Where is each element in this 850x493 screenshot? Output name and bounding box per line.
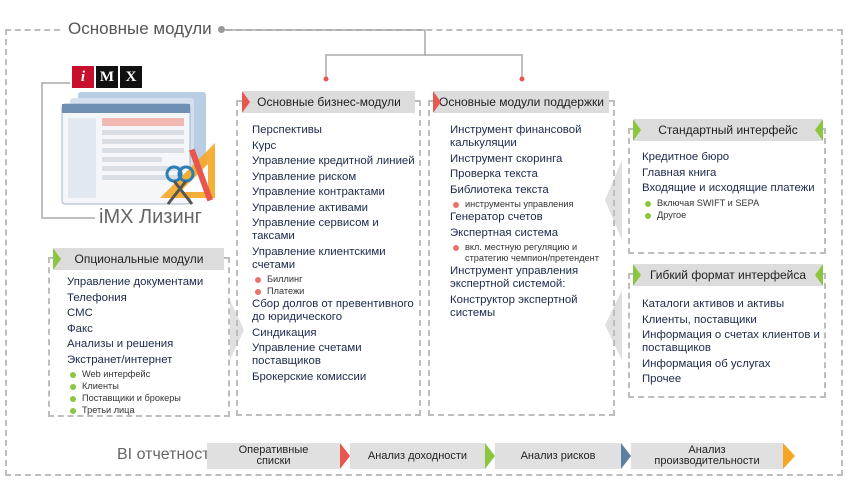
support-item: Проверка текста xyxy=(450,168,538,180)
bi-label: BI отчетность xyxy=(117,446,218,463)
bi-step-2: Анализ доходности xyxy=(350,443,485,469)
bi-step-1: Оперативные списки xyxy=(207,443,340,469)
standard-interface-title: Стандартный интерфейс xyxy=(658,123,798,137)
optional-subitem: Третьи лица xyxy=(67,405,227,416)
support-subitem: вкл. местную регуляцию и стратегию чемпи… xyxy=(450,242,610,264)
support-item: Инструмент скоринга xyxy=(450,152,563,165)
optional-subitem: Web интерфейс xyxy=(67,369,227,380)
support-item: Генератор счетов xyxy=(450,211,543,223)
logo-m: M xyxy=(96,66,118,88)
logo-i: i xyxy=(72,66,94,88)
bi-arrow-orange xyxy=(783,443,795,469)
standard-subitem: Другое xyxy=(642,210,824,221)
imx-logo: i M X xyxy=(72,66,142,88)
bi-step-4: Анализ производительности xyxy=(631,443,783,469)
bi-arrow-green xyxy=(485,443,495,469)
frame-right xyxy=(841,29,843,476)
business-item: Брокерские комиссии xyxy=(252,370,367,383)
business-item: Управление контрактами xyxy=(252,186,385,198)
optional-modules-title: Опциональные модули xyxy=(74,252,204,266)
support-item: Конструктор экспертной системы xyxy=(450,293,578,319)
business-item: Управление клиентскими счетами xyxy=(252,245,386,271)
business-item: Управление счетами поставщиков xyxy=(252,342,362,367)
bi-arrow-blue xyxy=(621,443,631,469)
bi-arrow-red xyxy=(340,443,350,469)
business-item: Управление риском xyxy=(252,170,357,183)
standard-item: Кредитное бюро xyxy=(642,151,730,163)
optional-item: Факс xyxy=(67,322,93,335)
bi-step-4-label: Анализ производительности xyxy=(654,444,760,467)
bi-step-3: Анализ рисков xyxy=(495,443,621,469)
standard-subitem: Включая SWIFT и SEPA xyxy=(642,198,824,209)
frame-bottom xyxy=(5,474,843,476)
optional-item: Телефония xyxy=(67,291,127,304)
support-modules-header: Основные модули поддержки xyxy=(433,91,609,113)
bi-step-2-label: Анализ доходности xyxy=(367,449,468,462)
software-illustration-icon xyxy=(61,92,215,205)
flexible-item: Прочее xyxy=(642,373,682,385)
optional-subitem: Клиенты xyxy=(67,381,227,392)
page-title: Основные модули xyxy=(68,19,212,38)
optional-item: Экстранет/интернет xyxy=(67,353,173,366)
product-label: iMX Лизинг xyxy=(99,206,202,228)
title-line-right xyxy=(226,29,843,31)
bi-step-3-label: Анализ рисков xyxy=(520,449,596,462)
business-item: Управление сервисом и таксами xyxy=(252,217,379,242)
outer-frame xyxy=(5,29,843,476)
business-modules-header: Основные бизнес-модули xyxy=(242,91,415,113)
business-item: Сбор долгов от превентивного до юридичес… xyxy=(252,298,414,323)
standard-interface-header: Стандартный интерфейс xyxy=(633,119,823,141)
business-item: Управление кредитной линией xyxy=(252,155,415,167)
business-item: Курс xyxy=(252,139,277,152)
support-modules-title: Основные модули поддержки xyxy=(439,95,604,109)
logo-x: X xyxy=(120,66,142,88)
optional-item: Анализы и решения xyxy=(67,338,174,350)
flexible-item: Информация об услугах xyxy=(642,357,771,370)
business-subitem: Платежи xyxy=(252,286,417,297)
business-subitem: Биллинг xyxy=(252,274,417,285)
flexible-interface-header: Гибкий формат интерфейса xyxy=(633,264,823,286)
business-item: Управление активами xyxy=(252,201,368,214)
support-subitem: инструменты управления xyxy=(450,199,610,210)
support-item: Инструмент управления экспертной системо… xyxy=(450,265,579,290)
optional-subitem: Поставщики и брокеры xyxy=(67,393,227,404)
support-item: Экспертная система xyxy=(450,226,559,239)
optional-modules-header: Опциональные модули xyxy=(53,248,224,270)
flexible-item: Каталоги активов и активы xyxy=(642,298,785,310)
support-item: Инструмент финансовой калькуляции xyxy=(450,124,582,149)
flexible-item: Информация о счетах клиентов и поставщик… xyxy=(642,329,820,354)
standard-item: Главная книга xyxy=(642,166,717,179)
standard-item: Входящие и исходящие платежи xyxy=(642,182,815,194)
title-line-left xyxy=(5,29,60,31)
title-dot xyxy=(218,26,225,33)
support-item: Библиотека текста xyxy=(450,183,549,196)
bi-step-1-label: Оперативные списки xyxy=(238,444,309,467)
optional-item: СМС xyxy=(67,307,93,319)
business-item: Перспективы xyxy=(252,124,322,136)
flexible-interface-title: Гибкий формат интерфейса xyxy=(649,268,807,282)
business-modules-title: Основные бизнес-модули xyxy=(257,95,401,109)
flexible-item: Клиенты, поставщики xyxy=(642,313,757,326)
optional-item: Управление документами xyxy=(67,276,204,288)
business-item: Синдикация xyxy=(252,326,317,339)
